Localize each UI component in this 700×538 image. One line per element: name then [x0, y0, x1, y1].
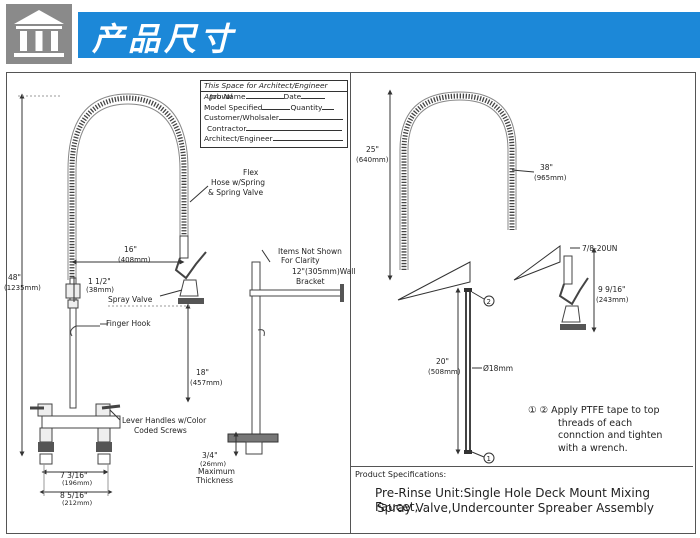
dim-20-mm-label: (508mm)	[428, 368, 461, 376]
model-label: Model Specified	[204, 102, 263, 112]
ptfe-note-line: with a wrench.	[558, 442, 628, 454]
lever-handles-label-2: Coded Screws	[134, 426, 187, 435]
items-not-shown-label-2: For Clarity	[281, 256, 320, 265]
finger-hook-label: Finger Hook	[106, 319, 151, 328]
dim-48-mm-label: (1235mm)	[4, 284, 41, 292]
left-spring-hose	[69, 95, 187, 280]
ptfe-note-line: connction and tighten	[558, 430, 663, 441]
callout-1-label: 1	[487, 455, 491, 463]
job-name-label: Job Name	[210, 92, 246, 101]
dim-25-label: 25"	[366, 145, 379, 154]
building-columns-icon	[6, 4, 72, 64]
form-row: Contractor	[201, 124, 347, 135]
drawing-frame	[6, 72, 696, 534]
spray-valve-label: Spray Valve	[108, 295, 153, 304]
dim-38-mm-label: (965mm)	[534, 174, 567, 182]
date-label: Date	[283, 92, 302, 101]
specifications-line-2: Spray Valve,Undercounter Spreaber Assemb…	[377, 501, 654, 515]
form-row: Job Name Date	[201, 92, 347, 103]
form-row: Customer/Wholsaler	[201, 113, 347, 124]
ptfe-note: ① ② Apply PTFE tape to top threads of ea…	[528, 405, 688, 455]
dim-3-4-label: 3/4"	[202, 451, 218, 460]
approval-form-header: This Space for Architect/Engineer Aprova…	[201, 81, 347, 101]
specifications-line-1: Pre-Rinse Unit:Single Hole Deck Mount Mi…	[375, 486, 650, 514]
dim-1-5-label: 1 1/2"	[88, 277, 111, 286]
dim-8-5-16-mm-label: (212mm)	[62, 499, 92, 507]
dim-20-label: 20"	[436, 357, 449, 366]
customer-label: Customer/Wholsaler	[204, 113, 279, 122]
lever-handles-label-1: Lever Handles w/Color	[122, 416, 207, 425]
form-row: Architect/Engineer	[201, 134, 347, 145]
dim-7-3-16-mm-label: (196mm)	[62, 479, 92, 487]
dim-38-label: 38"	[540, 163, 553, 172]
dim-16-label: 16"	[124, 245, 137, 254]
dim-8-5-16-label: 8 5/16"	[60, 491, 87, 500]
approval-form: This Space for Architect/Engineer Aprova…	[200, 80, 348, 148]
ptfe-note-line: threads of each	[558, 417, 633, 429]
max-thickness-label-1: Maximum	[198, 467, 235, 476]
dim-18-label: 18"	[196, 368, 209, 377]
architect-label: Architect/Engineer	[204, 134, 273, 143]
dim-9-9-16-mm-label: (243mm)	[596, 296, 629, 304]
flex-hose-label-2: Hose w/Spring	[211, 178, 265, 187]
page-title: 产品尺寸	[92, 20, 237, 58]
dim-3-4-mm-label: (26mm)	[200, 460, 226, 468]
dim-16-mm-label: (408mm)	[118, 256, 151, 264]
flex-hose-label-3: & Spring Valve	[208, 188, 263, 197]
ptfe-note-line: ① ② Apply PTFE tape to top	[528, 405, 660, 416]
product-specifications: Product Specifications: Pre-Rinse Unit:S…	[351, 466, 693, 533]
items-not-shown-label-1: Items Not Shown	[278, 247, 342, 256]
diameter-label: Ø18mm	[483, 364, 513, 373]
quantity-label: Quantity	[290, 102, 323, 112]
form-row: Model Specified Quantity	[201, 103, 347, 114]
callout-2-label: 2	[487, 298, 491, 306]
dim-7-3-16-label: 7 3/16"	[60, 471, 87, 480]
dim-18-mm-label: (457mm)	[190, 379, 223, 387]
wall-bracket-label-2: Bracket	[296, 277, 325, 286]
dim-9-9-16-label: 9 9/16"	[598, 285, 625, 294]
dim-1-5-mm-label: (38mm)	[86, 286, 114, 294]
wall-bracket-label-1: 12"(305mm)Wall	[292, 267, 355, 276]
header-banner: 产品尺寸	[0, 0, 700, 68]
panel-divider	[350, 72, 351, 534]
dim-25-mm-label: (640mm)	[356, 156, 389, 164]
max-thickness-label-2: Thickness	[195, 476, 233, 485]
contractor-label: Contractor	[207, 123, 247, 133]
flex-hose-label-1: Flex	[243, 168, 259, 177]
title-bar	[78, 12, 700, 58]
thread-label: 7/8-20UN	[582, 244, 617, 253]
dim-48-label: 48"	[8, 273, 21, 282]
specifications-label: Product Specifications:	[355, 470, 447, 479]
